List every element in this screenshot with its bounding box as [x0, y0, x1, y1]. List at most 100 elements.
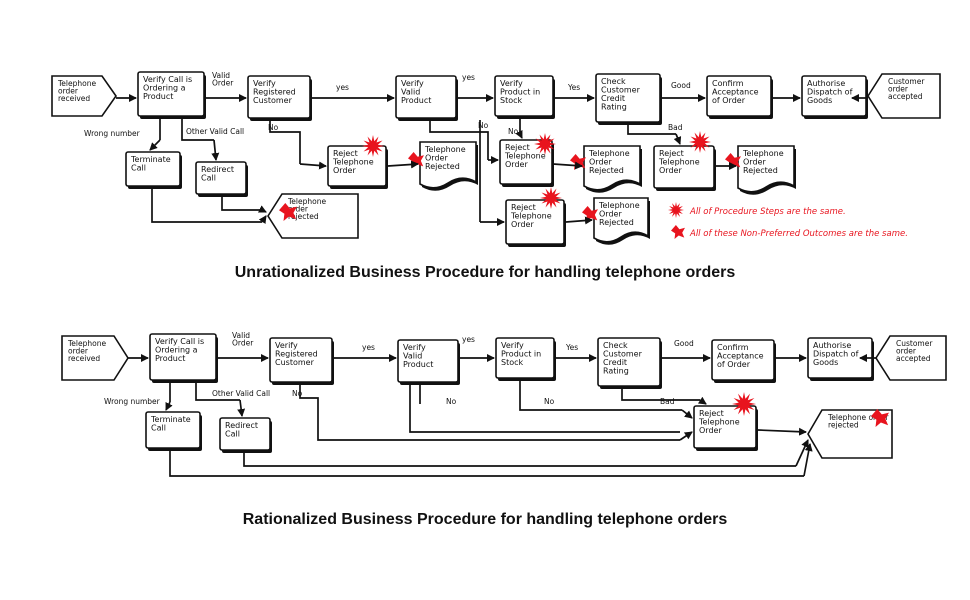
legend-blob-icon [671, 225, 685, 239]
connector-arrow [149, 139, 161, 151]
reject-d-burst-icon [540, 187, 562, 209]
legend-procedure-steps: All of Procedure Steps are the same. [689, 207, 846, 217]
connector-line [181, 118, 214, 141]
connector-arrow [673, 133, 682, 145]
reject-a-burst-icon [362, 135, 384, 157]
label-yes-1-2: yes [362, 343, 375, 352]
connector-line [243, 452, 796, 467]
label-bad-2: Bad [660, 397, 675, 406]
connector-arrow [803, 443, 813, 477]
connector-line [221, 196, 262, 211]
connector-line [151, 188, 262, 223]
connector-arrow [258, 215, 267, 225]
unrationalized-caption: Unrationalized Business Procedure for ha… [234, 264, 736, 281]
connector-arrow [795, 439, 809, 467]
connector-arrow [565, 216, 593, 225]
rejected-d-blob-icon [582, 206, 598, 222]
connector-arrow [679, 431, 693, 441]
label-yes-2-2: yes [462, 335, 475, 344]
reject-2-burst-icon [732, 392, 756, 416]
connector-arrow [681, 409, 693, 419]
connector-arrow [237, 399, 246, 417]
label-good-2: Good [674, 339, 694, 348]
connector-arrow [697, 396, 707, 405]
label-no-2-2: No [446, 397, 457, 406]
label-yes-1: yes [336, 83, 349, 92]
label-no-3-2: No [544, 397, 555, 406]
label-bad: Bad [668, 123, 683, 132]
connector-line [627, 124, 676, 135]
label-no-3: No [508, 127, 519, 136]
reject-b-burst-icon [534, 133, 556, 155]
label-wrong-number: Wrong number [84, 129, 141, 138]
connector-arrow [757, 427, 807, 436]
label-no-1-2: No [292, 389, 303, 398]
label-wrong-number-2: Wrong number [104, 397, 161, 406]
reject-c-burst-icon [689, 131, 711, 153]
connector-arrow [165, 401, 173, 411]
label-good: Good [671, 81, 691, 90]
connector-arrow [299, 161, 327, 170]
rejected-a-blob-icon [408, 152, 424, 168]
connector-arrow [515, 129, 523, 139]
connector-arrow [211, 139, 220, 161]
label-yes-2: yes [462, 73, 475, 82]
label-no-1: No [268, 123, 279, 132]
label-other-valid-call-2: Other Valid Call [212, 389, 270, 398]
connector-arrow [257, 205, 267, 213]
connector-arrow [552, 161, 583, 170]
rejected-blob-icon [279, 203, 297, 221]
label-other-valid-call: Other Valid Call [186, 127, 244, 136]
rejected-c-blob-icon [725, 153, 741, 169]
